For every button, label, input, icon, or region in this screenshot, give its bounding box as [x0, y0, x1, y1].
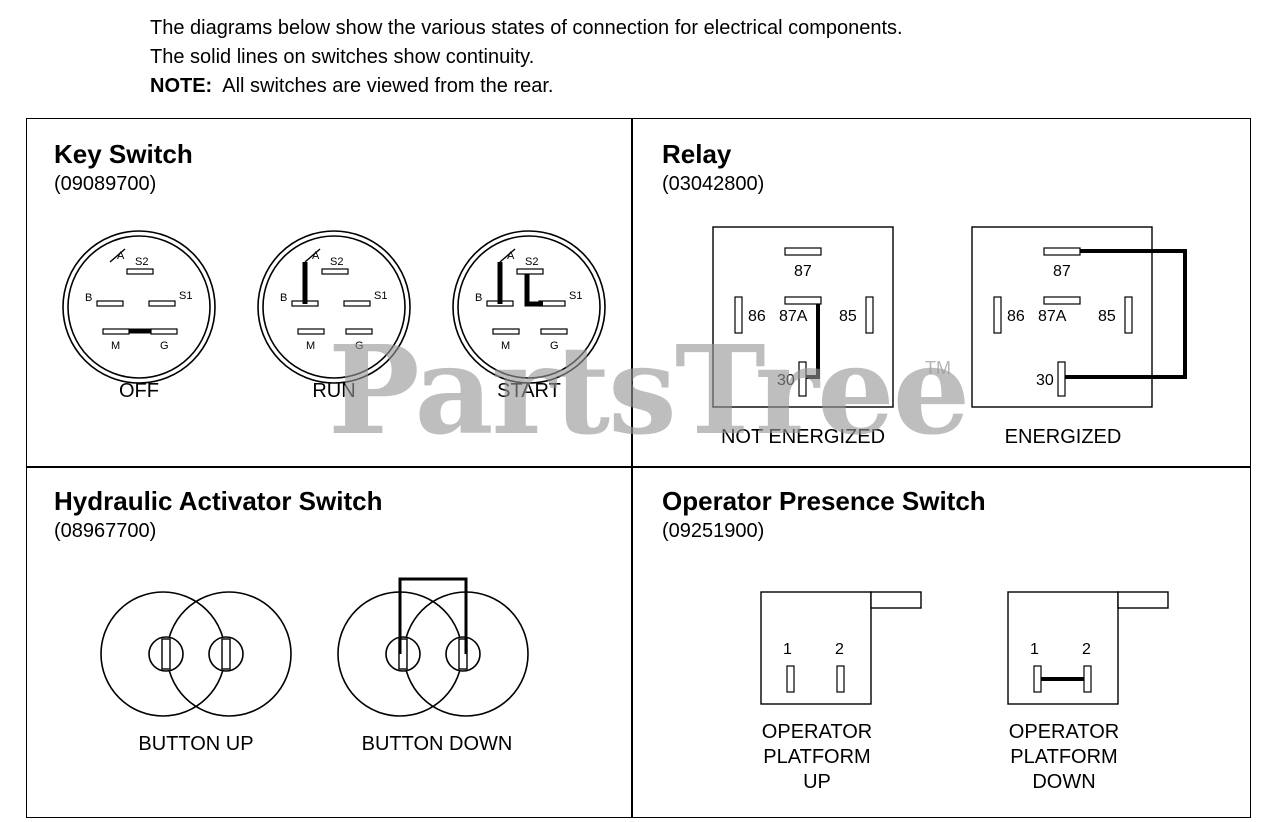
svg-text:S1: S1 — [179, 290, 192, 302]
svg-text:M: M — [501, 340, 510, 352]
relay-not-energized-label: NOT ENERGIZED — [721, 426, 885, 448]
operator-up-label-line1: OPERATOR — [762, 721, 872, 743]
svg-text:87: 87 — [794, 263, 812, 280]
svg-text:30: 30 — [777, 372, 795, 389]
svg-text:A: A — [312, 250, 320, 262]
svg-text:S1: S1 — [569, 290, 582, 302]
operator-panel: Operator Presence Switch (09251900) 1 2 … — [662, 486, 1169, 793]
diagram-frame: Key Switch (09089700) A S2 B S1 M G OFF … — [26, 118, 1251, 818]
operator-platform-up-diagram: 1 2 — [760, 591, 922, 705]
svg-text:87A: 87A — [1038, 308, 1067, 325]
watermark-trademark: TM — [925, 358, 951, 378]
svg-text:S2: S2 — [525, 256, 538, 268]
note-text: All switches are viewed from the rear. — [222, 75, 554, 97]
svg-text:1: 1 — [1030, 641, 1039, 658]
svg-text:B: B — [475, 292, 482, 304]
hydraulic-part-number: (08967700) — [54, 520, 156, 542]
svg-text:86: 86 — [1007, 308, 1025, 325]
svg-text:S1: S1 — [374, 290, 387, 302]
operator-up-label-line2: PLATFORM — [763, 746, 870, 768]
operator-down-label-line3: DOWN — [1032, 771, 1095, 793]
relay-energized-diagram: 87 86 87A 85 30 — [971, 226, 1187, 408]
intro-text: The diagrams below show the various stat… — [150, 14, 903, 101]
key-switch-part-number: (09089700) — [54, 173, 156, 195]
continuity-line — [1065, 249, 1187, 379]
continuity-line — [806, 304, 820, 379]
operator-up-label-line3: UP — [803, 771, 831, 793]
intro-note: NOTE: All switches are viewed from the r… — [150, 72, 903, 101]
intro-line-2: The solid lines on switches show continu… — [150, 46, 535, 68]
intro-line-1: The diagrams below show the various stat… — [150, 17, 903, 39]
key-switch-title: Key Switch — [54, 139, 193, 169]
svg-text:A: A — [507, 250, 515, 262]
key-switch-start-label: START — [497, 380, 561, 402]
svg-text:G: G — [160, 340, 169, 352]
hydraulic-button-down-label: BUTTON DOWN — [362, 733, 513, 755]
svg-text:G: G — [355, 340, 364, 352]
relay-part-number: (03042800) — [662, 173, 764, 195]
relay-not-energized-diagram: 87 86 87A 85 30 — [712, 226, 894, 408]
relay-energized-label: ENERGIZED — [1005, 426, 1122, 448]
operator-platform-down-diagram: 1 2 — [1007, 591, 1169, 705]
svg-text:30: 30 — [1036, 372, 1054, 389]
continuity-line — [524, 274, 543, 307]
hydraulic-title: Hydraulic Activator Switch — [54, 486, 382, 516]
svg-text:G: G — [550, 340, 559, 352]
hydraulic-button-up-label: BUTTON UP — [138, 733, 253, 755]
operator-title: Operator Presence Switch — [662, 486, 986, 516]
svg-text:M: M — [111, 340, 120, 352]
key-switch-off-label: OFF — [119, 380, 159, 402]
svg-text:85: 85 — [839, 308, 857, 325]
hydraulic-button-down-diagram — [337, 577, 529, 717]
svg-text:86: 86 — [748, 308, 766, 325]
svg-text:85: 85 — [1098, 308, 1116, 325]
key-switch-off-diagram: A S2 B S1 M G — [62, 230, 216, 384]
key-switch-start-diagram: A S2 B S1 M G — [452, 230, 606, 384]
operator-down-label-line1: OPERATOR — [1009, 721, 1119, 743]
operator-down-label-line2: PLATFORM — [1010, 746, 1117, 768]
svg-text:S2: S2 — [135, 256, 148, 268]
key-switch-run-diagram: A S2 B S1 M G — [257, 230, 411, 384]
svg-text:B: B — [85, 292, 92, 304]
hydraulic-panel: Hydraulic Activator Switch (08967700) BU… — [54, 486, 529, 755]
key-switch-panel: Key Switch (09089700) A S2 B S1 M G OFF … — [54, 139, 606, 402]
svg-text:2: 2 — [835, 641, 844, 658]
relay-title: Relay — [662, 139, 732, 169]
svg-text:S2: S2 — [330, 256, 343, 268]
operator-part-number: (09251900) — [662, 520, 764, 542]
svg-text:M: M — [306, 340, 315, 352]
hydraulic-button-up-diagram — [100, 591, 292, 717]
svg-text:87: 87 — [1053, 263, 1071, 280]
svg-text:B: B — [280, 292, 287, 304]
relay-panel: Relay (03042800) 87 86 87A 85 30 NOT ENE… — [662, 139, 1187, 448]
note-label: NOTE: — [150, 75, 213, 97]
svg-text:1: 1 — [783, 641, 792, 658]
svg-text:A: A — [117, 250, 125, 262]
svg-text:2: 2 — [1082, 641, 1091, 658]
svg-text:87A: 87A — [779, 308, 808, 325]
continuity-line — [398, 577, 468, 654]
key-switch-run-label: RUN — [312, 380, 355, 402]
